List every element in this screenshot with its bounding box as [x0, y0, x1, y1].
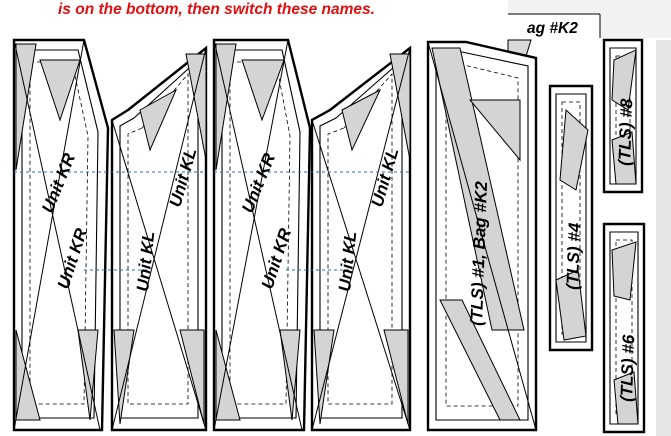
unit-group-middle: Unit KR Unit KR Unit KL Unit KL: [212, 38, 412, 432]
tls-1-piece: (TLS) #1, Bag #K2: [426, 40, 538, 432]
tls-6-piece: (TLS) #6: [602, 222, 646, 434]
edge-strip: [656, 40, 671, 436]
tls-4-label: (TLS) #4: [563, 222, 584, 290]
instruction-text: is on the bottom, then switch these name…: [58, 1, 375, 18]
tls-8-label: (TLS) #8: [615, 98, 636, 166]
tls-4-piece: (TLS) #4: [548, 84, 594, 352]
bag-label: ag #K2: [527, 20, 578, 37]
bag-label-backdrop: [508, 0, 671, 38]
tls-8-piece: (TLS) #8: [602, 38, 644, 194]
unit-group-left: Unit KR Unit KR Unit KL Unit KL: [12, 38, 208, 432]
tls-6-label: (TLS) #6: [617, 334, 638, 402]
